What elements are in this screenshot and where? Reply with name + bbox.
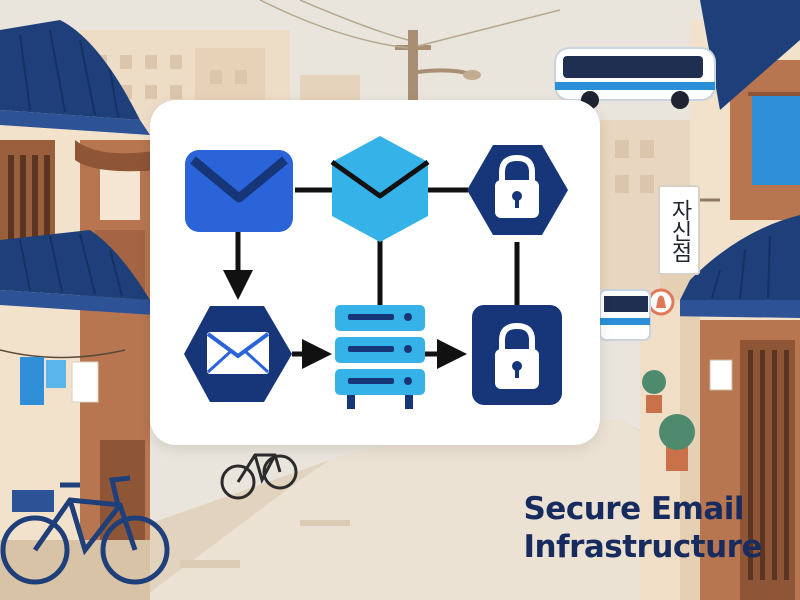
lock-icon [495,322,539,389]
node-encryption [467,145,568,235]
node-mail-server [335,305,425,409]
shop-sign: 자신점 [658,185,700,275]
diagram-panel [150,100,600,445]
bus-street [599,289,651,341]
bus-top [554,47,716,109]
lock-icon [495,154,539,218]
caption-line-1: Secure Email [523,491,745,527]
node-secure-storage [472,305,562,405]
envelope-icon [206,332,270,374]
node-mail-gateway [330,136,430,242]
envelope-icon [190,156,288,203]
caption: Secure Email Infrastructure [523,490,762,566]
right-hanok-houses [640,0,800,600]
open-envelope-icon [330,159,430,199]
caption-line-2: Infrastructure [523,529,762,565]
server-icon [335,305,425,409]
email-flow-diagram [184,136,568,409]
node-mail-filter [184,306,292,402]
shop-sign-text: 자신점 [667,198,692,262]
bicycle-back [220,453,298,500]
bicycle-basket [12,490,54,512]
utility-pole [259,0,561,110]
node-incoming-mail [185,150,293,232]
bicycle-front [0,475,170,585]
